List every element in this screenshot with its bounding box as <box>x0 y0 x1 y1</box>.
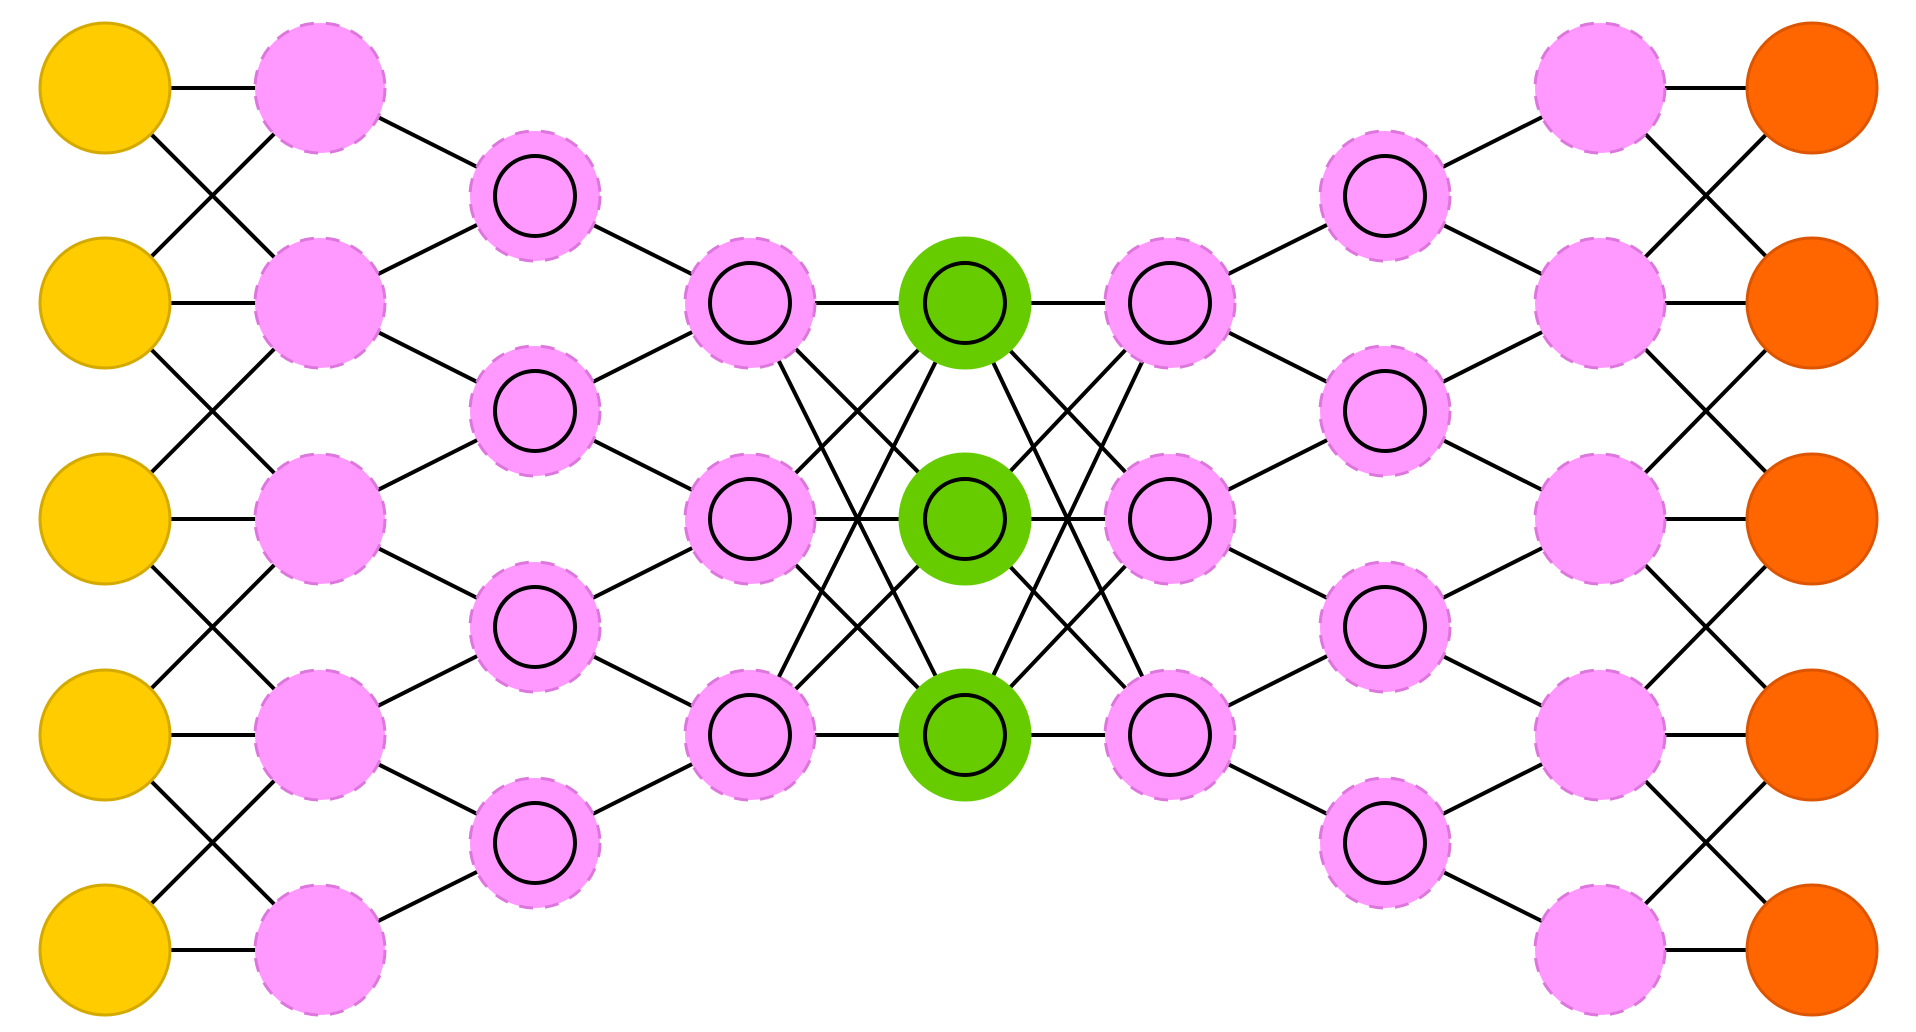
node-input-2 <box>38 452 172 586</box>
node-hidden-1-2 <box>253 452 387 586</box>
node-circle <box>38 236 172 370</box>
node-circle <box>898 452 1032 586</box>
node-hidden-6-0 <box>1533 21 1667 155</box>
node-circle <box>1103 668 1237 802</box>
node-hidden-5-0 <box>1318 129 1452 263</box>
node-hidden-6-4 <box>1533 883 1667 1017</box>
node-circle <box>38 668 172 802</box>
node-inner-ring <box>923 261 1007 345</box>
node-circle <box>1533 452 1667 586</box>
node-hidden-5-2 <box>1318 560 1452 694</box>
node-circle <box>1103 452 1237 586</box>
node-circle <box>253 668 387 802</box>
node-hidden-1-1 <box>253 236 387 370</box>
node-circle <box>38 21 172 155</box>
node-circle <box>1745 883 1879 1017</box>
node-inner-ring <box>1128 261 1212 345</box>
node-hidden-3-0 <box>683 236 817 370</box>
node-circle <box>1103 236 1237 370</box>
node-circle <box>1745 452 1879 586</box>
node-hidden-6-3 <box>1533 668 1667 802</box>
node-inner-ring <box>1343 154 1427 238</box>
node-circle <box>683 452 817 586</box>
node-input-0 <box>38 21 172 155</box>
node-circle <box>1318 129 1452 263</box>
node-circle <box>253 21 387 155</box>
edge-l3-l4-2-0 <box>748 302 967 736</box>
node-hidden-6-2 <box>1533 452 1667 586</box>
node-inner-ring <box>1128 693 1212 777</box>
node-circle <box>683 668 817 802</box>
node-output-2 <box>1745 452 1879 586</box>
node-circle <box>683 236 817 370</box>
node-circle <box>468 344 602 478</box>
node-output-4 <box>1745 883 1879 1017</box>
node-circle <box>253 883 387 1017</box>
node-bottleneck-2 <box>898 668 1032 802</box>
node-circle <box>1745 236 1879 370</box>
node-input-3 <box>38 668 172 802</box>
node-hidden-2-0 <box>468 129 602 263</box>
node-input-1 <box>38 236 172 370</box>
node-bottleneck-0 <box>898 236 1032 370</box>
node-hidden-3-2 <box>683 668 817 802</box>
edge-l4-l5-2-0 <box>963 302 1172 736</box>
node-circle <box>1533 21 1667 155</box>
node-circle <box>253 236 387 370</box>
node-hidden-4-1 <box>1103 452 1237 586</box>
node-inner-ring <box>493 369 577 453</box>
node-circle <box>1318 560 1452 694</box>
node-inner-ring <box>1343 801 1427 885</box>
node-inner-ring <box>708 693 792 777</box>
node-inner-ring <box>923 477 1007 561</box>
node-inner-ring <box>923 693 1007 777</box>
node-hidden-5-1 <box>1318 344 1452 478</box>
node-circle <box>253 452 387 586</box>
node-bottleneck-1 <box>898 452 1032 586</box>
node-circle <box>1533 883 1667 1017</box>
node-group <box>38 21 1879 1017</box>
node-output-1 <box>1745 236 1879 370</box>
node-hidden-1-3 <box>253 668 387 802</box>
node-inner-ring <box>708 477 792 561</box>
node-circle <box>468 776 602 910</box>
node-hidden-5-3 <box>1318 776 1452 910</box>
node-circle <box>898 236 1032 370</box>
node-inner-ring <box>1343 369 1427 453</box>
node-hidden-1-0 <box>253 21 387 155</box>
node-circle <box>468 129 602 263</box>
node-inner-ring <box>493 801 577 885</box>
node-inner-ring <box>493 585 577 669</box>
node-circle <box>1745 668 1879 802</box>
node-circle <box>1318 776 1452 910</box>
node-hidden-4-2 <box>1103 668 1237 802</box>
node-hidden-2-3 <box>468 776 602 910</box>
node-inner-ring <box>708 261 792 345</box>
node-hidden-4-0 <box>1103 236 1237 370</box>
node-circle <box>1533 668 1667 802</box>
node-output-0 <box>1745 21 1879 155</box>
node-hidden-6-1 <box>1533 236 1667 370</box>
node-hidden-2-2 <box>468 560 602 694</box>
node-hidden-1-4 <box>253 883 387 1017</box>
node-circle <box>1533 236 1667 370</box>
node-circle <box>468 560 602 694</box>
node-circle <box>38 883 172 1017</box>
node-inner-ring <box>1343 585 1427 669</box>
node-hidden-2-1 <box>468 344 602 478</box>
node-inner-ring <box>493 154 577 238</box>
node-circle <box>1318 344 1452 478</box>
node-circle <box>1745 21 1879 155</box>
node-input-4 <box>38 883 172 1017</box>
node-hidden-3-1 <box>683 452 817 586</box>
node-circle <box>38 452 172 586</box>
node-inner-ring <box>1128 477 1212 561</box>
node-circle <box>898 668 1032 802</box>
node-output-3 <box>1745 668 1879 802</box>
